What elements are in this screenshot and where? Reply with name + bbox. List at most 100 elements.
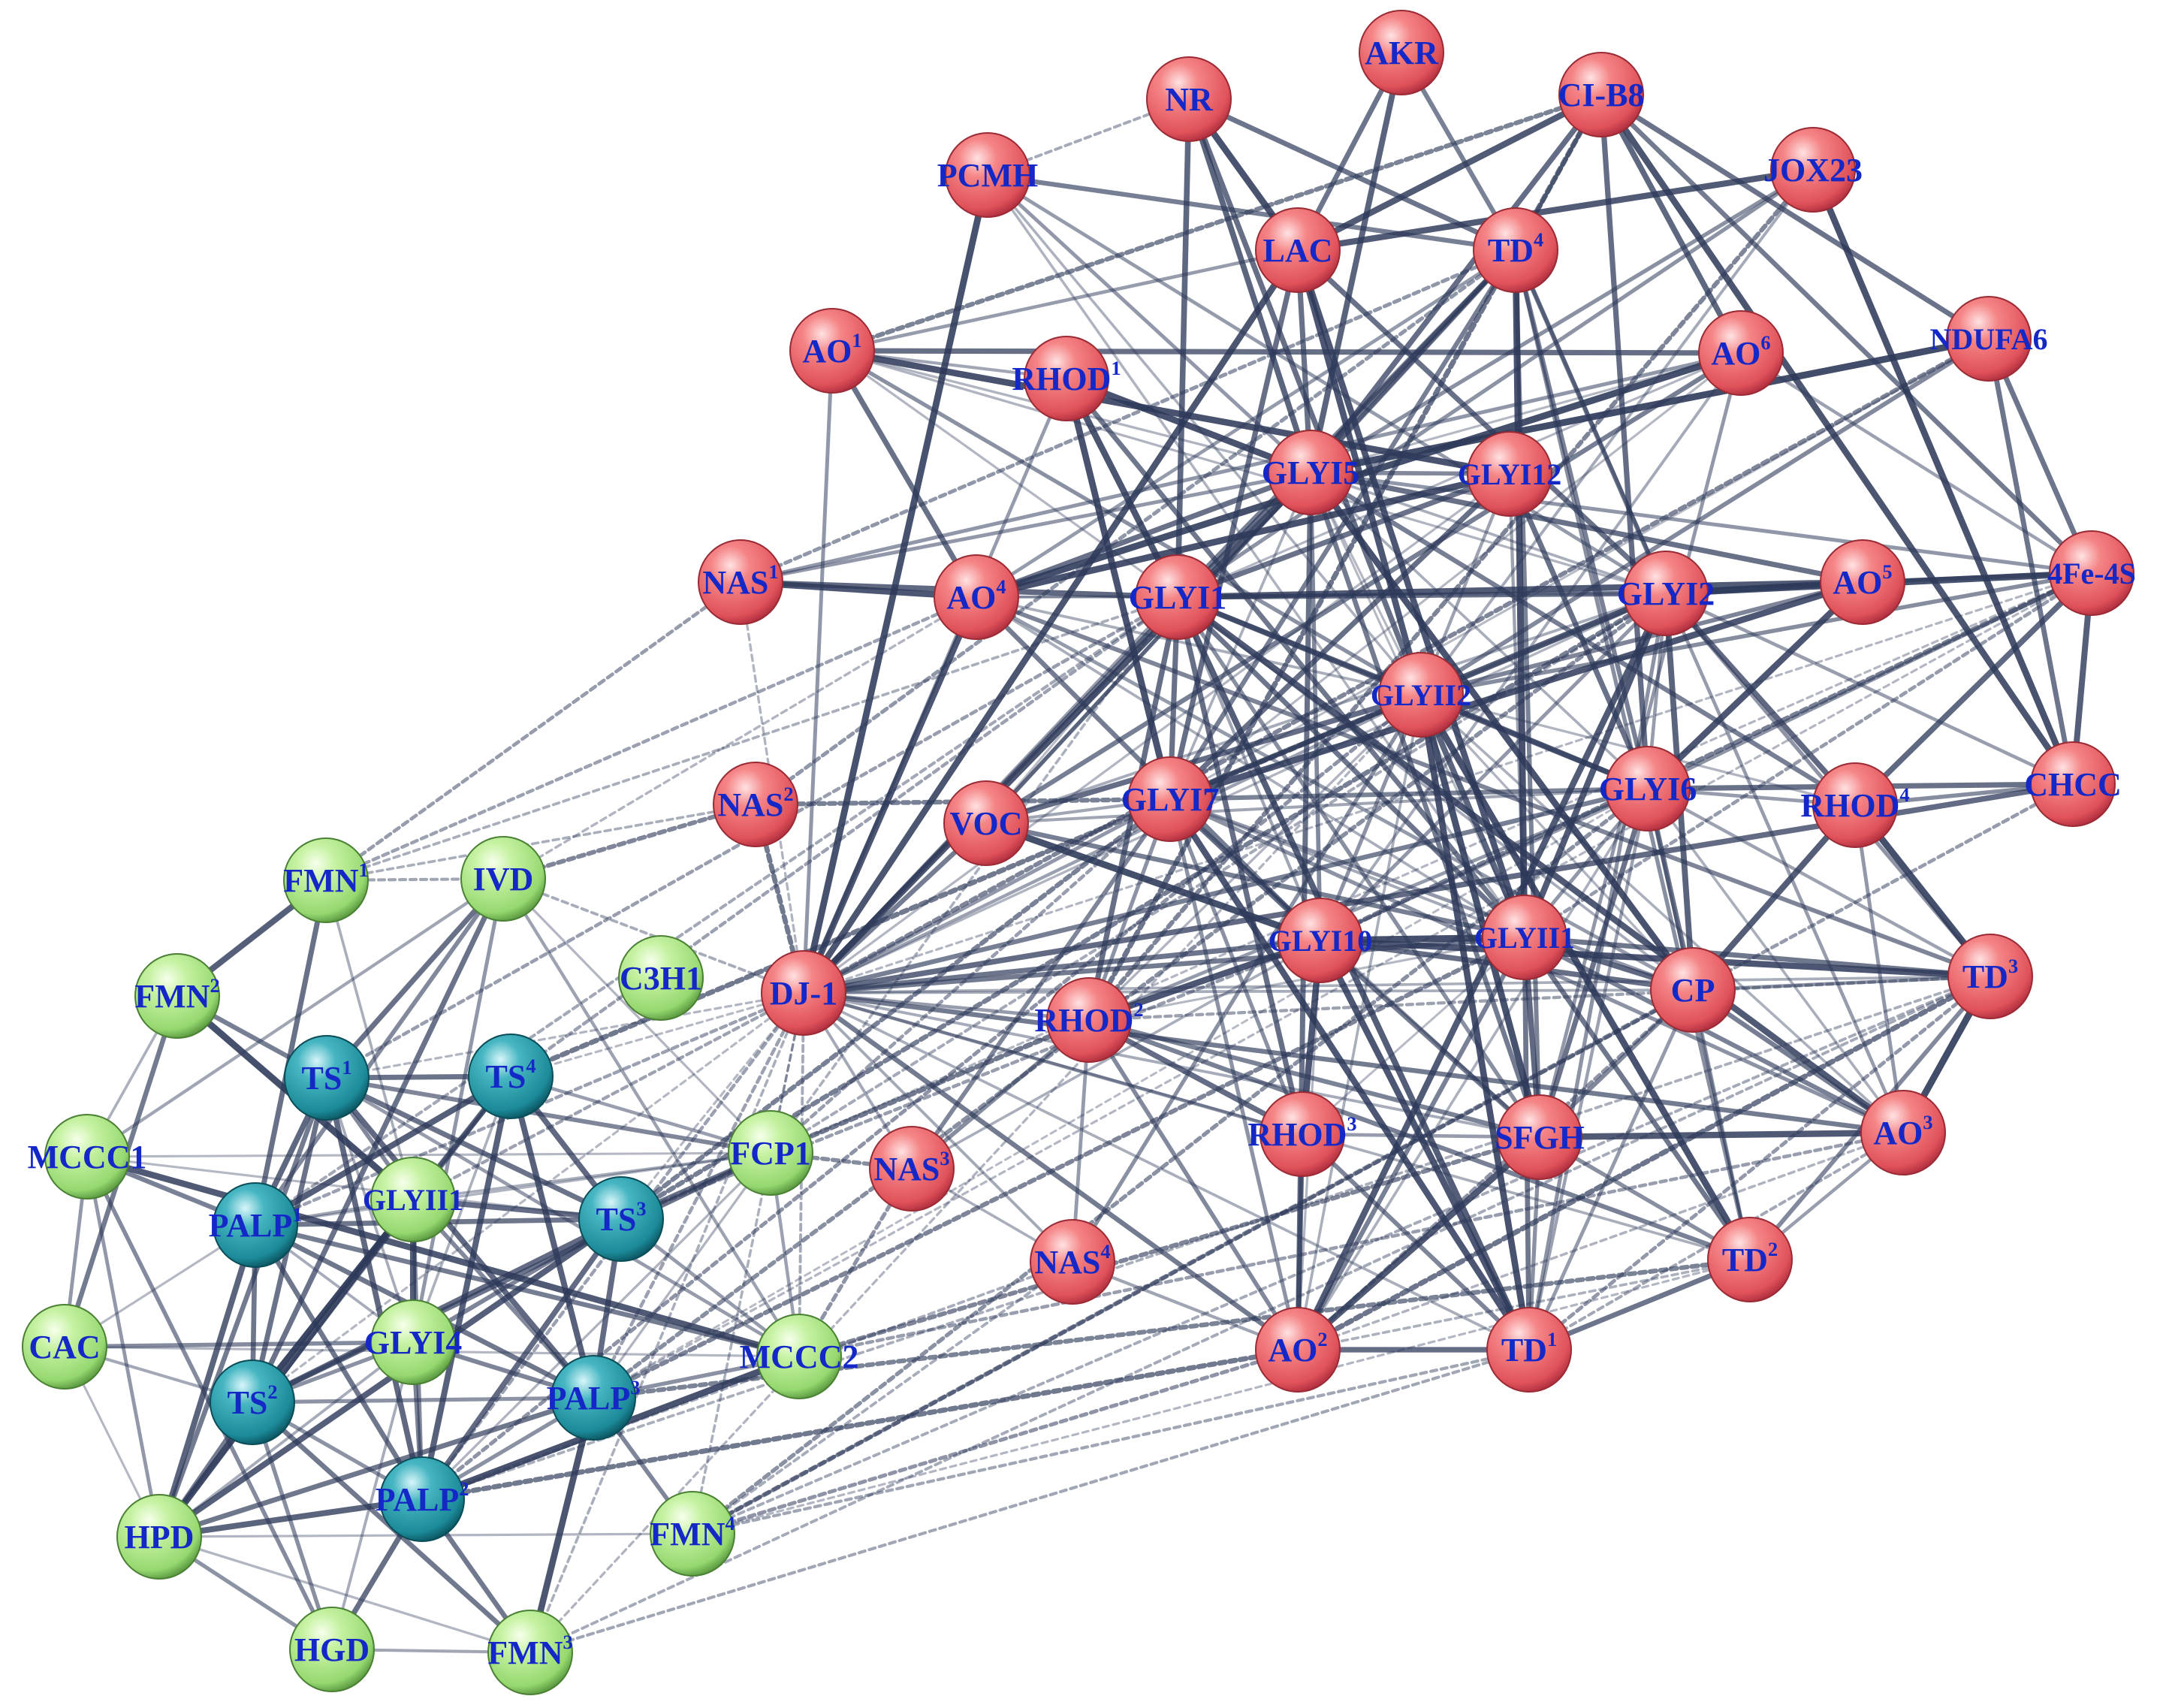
edge-LAC-GLYI2 [1295, 247, 1669, 596]
node-SFGH[interactable]: SFGH [1495, 1094, 1585, 1180]
node-GLYI2[interactable]: GLYI2 [1617, 551, 1715, 636]
node-VOC[interactable]: VOC [943, 780, 1029, 866]
node-label-text: TD [1488, 232, 1534, 269]
node-FMN4[interactable]: FMN4 [650, 1491, 735, 1577]
node-DJ-1[interactable]: DJ-1 [761, 950, 846, 1036]
edge-GLYI12-AO4 [973, 470, 1513, 601]
node-AO6[interactable]: AO6 [1698, 310, 1784, 396]
node-PCMH[interactable]: PCMH [937, 132, 1038, 218]
node-PALP2[interactable]: PALP2 [376, 1456, 469, 1542]
node-GLYI1[interactable]: GLYI1 [1129, 554, 1226, 640]
node-label-text: AO [1833, 564, 1882, 601]
node-NAS4[interactable]: NAS4 [1030, 1219, 1115, 1305]
node-IVD[interactable]: IVD [460, 836, 546, 922]
edge-GLYII2-AO3 [1419, 693, 1905, 1134]
node-label-superscript: 1 [1111, 357, 1121, 379]
node-AKR[interactable]: AKR [1359, 10, 1444, 95]
node-HPD[interactable]: HPD [116, 1494, 202, 1580]
node-CHCC[interactable]: CHCC [2024, 741, 2122, 827]
node-label: CAC [29, 1329, 100, 1365]
edge-GLYII2-SFGH [1417, 691, 1543, 1141]
node-GLYI5[interactable]: GLYI5 [1262, 430, 1359, 515]
edge-DJ-1-FMN4-dashed [691, 991, 805, 1535]
node-FCP1[interactable]: FCP1 [728, 1110, 813, 1196]
node-FMN3[interactable]: FMN3 [487, 1610, 573, 1695]
node-AO2[interactable]: AO2 [1255, 1307, 1341, 1393]
edge-GLYI7-GLYI6 [1167, 786, 1651, 802]
node-RHOD1[interactable]: RHOD1 [1012, 336, 1121, 421]
node-LAC[interactable]: LAC [1255, 207, 1341, 293]
node-CI-B8[interactable]: CI-B8 [1558, 52, 1645, 137]
node-AO3[interactable]: AO3 [1860, 1090, 1946, 1175]
node-circle [370, 1157, 456, 1242]
node-RHOD3[interactable]: RHOD3 [1247, 1091, 1357, 1177]
node-circle [1259, 1091, 1345, 1177]
node-AO4[interactable]: AO4 [934, 554, 1019, 640]
node-NDUFA6[interactable]: NDUFA6 [1929, 296, 2048, 382]
node-TD2[interactable]: TD2 [1707, 1217, 1793, 1302]
edge-NAS2-FMN1-dashed [324, 803, 757, 882]
node-MCCC1[interactable]: MCCC1 [28, 1114, 147, 1200]
edge-CI-B8-NDUFA6 [1598, 92, 1992, 342]
edge-GLYI6-SFGH [1537, 786, 1651, 1140]
node-label-text: GLYI1 [1129, 579, 1226, 616]
edge-GLYI2-GLYI10 [1318, 591, 1668, 943]
node-label-text: FMN [487, 1634, 563, 1671]
node-TD1[interactable]: TD1 [1486, 1307, 1572, 1393]
edge-GLYI6-AO2 [1296, 787, 1649, 1351]
node-CAC[interactable]: CAC [22, 1304, 107, 1390]
node-NR[interactable]: NR [1146, 56, 1232, 142]
edge-GLYI1-VOC [985, 596, 1179, 825]
node-GLYI6[interactable]: GLYI6 [1599, 746, 1697, 831]
node-label-text: C3H1 [620, 960, 702, 997]
edge-TD1-FMN4-dashed [690, 1347, 1531, 1536]
edge-GLYII1-PALP3-dashed [590, 934, 1528, 1401]
node-GLYI10[interactable]: GLYI10 [1269, 898, 1373, 983]
node-4Fe-4S[interactable]: 4Fe-4S [2047, 530, 2136, 616]
node-TD3[interactable]: TD3 [1947, 934, 2033, 1019]
node-MCCC2[interactable]: MCCC2 [740, 1314, 859, 1399]
node-PALP3[interactable]: PALP3 [547, 1355, 641, 1441]
node-GLYI4[interactable]: GLYI4 [364, 1299, 462, 1385]
node-PALP1[interactable]: PALP1 [209, 1182, 303, 1268]
node-JOX23[interactable]: JOX23 [1763, 127, 1863, 213]
node-AO1[interactable]: AO1 [789, 308, 875, 394]
node-label-text: AO [1268, 1332, 1317, 1369]
node-circle [44, 1114, 130, 1200]
node-TS4[interactable]: TS4 [468, 1034, 554, 1119]
node-label-superscript: 2 [267, 1381, 277, 1403]
node-GLYI12[interactable]: GLYI12 [1458, 431, 1562, 517]
node-label: C3H1 [620, 960, 702, 997]
node-RHOD4[interactable]: RHOD4 [1800, 762, 1910, 848]
node-circle [728, 1110, 813, 1196]
node-TS2[interactable]: TS2 [210, 1359, 295, 1445]
node-C3H1[interactable]: C3H1 [618, 935, 704, 1021]
node-GLYII1g[interactable]: GLYII1 [363, 1157, 463, 1242]
node-label: MCCC1 [28, 1139, 147, 1175]
node-RHOD2[interactable]: RHOD2 [1034, 977, 1144, 1063]
edge-RHOD2-AO2 [1087, 1018, 1300, 1352]
node-label-text: AO [1711, 335, 1760, 372]
node-NAS3[interactable]: NAS3 [869, 1126, 955, 1212]
node-TS1[interactable]: TS1 [284, 1035, 370, 1121]
node-GLYII2[interactable]: GLYII2 [1371, 652, 1471, 738]
node-label-text: RHOD [1034, 1002, 1133, 1039]
node-TS3[interactable]: TS3 [578, 1176, 664, 1262]
node-FMN1[interactable]: FMN1 [283, 837, 369, 923]
node-circle [116, 1494, 202, 1580]
node-label-text: PALP [376, 1481, 460, 1518]
node-label-text: GLYII2 [1371, 678, 1471, 712]
node-AO5[interactable]: AO5 [1820, 539, 1905, 625]
node-label: FMN4 [650, 1512, 735, 1553]
node-NAS2[interactable]: NAS2 [713, 762, 798, 847]
node-HGD[interactable]: HGD [289, 1607, 375, 1692]
node-FMN2[interactable]: FMN2 [134, 953, 220, 1039]
node-NAS1[interactable]: NAS1 [698, 539, 783, 625]
node-label-text: HPD [125, 1519, 195, 1556]
node-GLYI7[interactable]: GLYI7 [1121, 756, 1219, 842]
node-GLYII1[interactable]: GLYII1 [1474, 895, 1575, 980]
node-label-text: MCCC2 [740, 1338, 859, 1375]
node-CP[interactable]: CP [1650, 947, 1736, 1033]
edge-GLYI10-TD3 [1317, 937, 1994, 980]
node-TD4[interactable]: TD4 [1473, 207, 1558, 293]
